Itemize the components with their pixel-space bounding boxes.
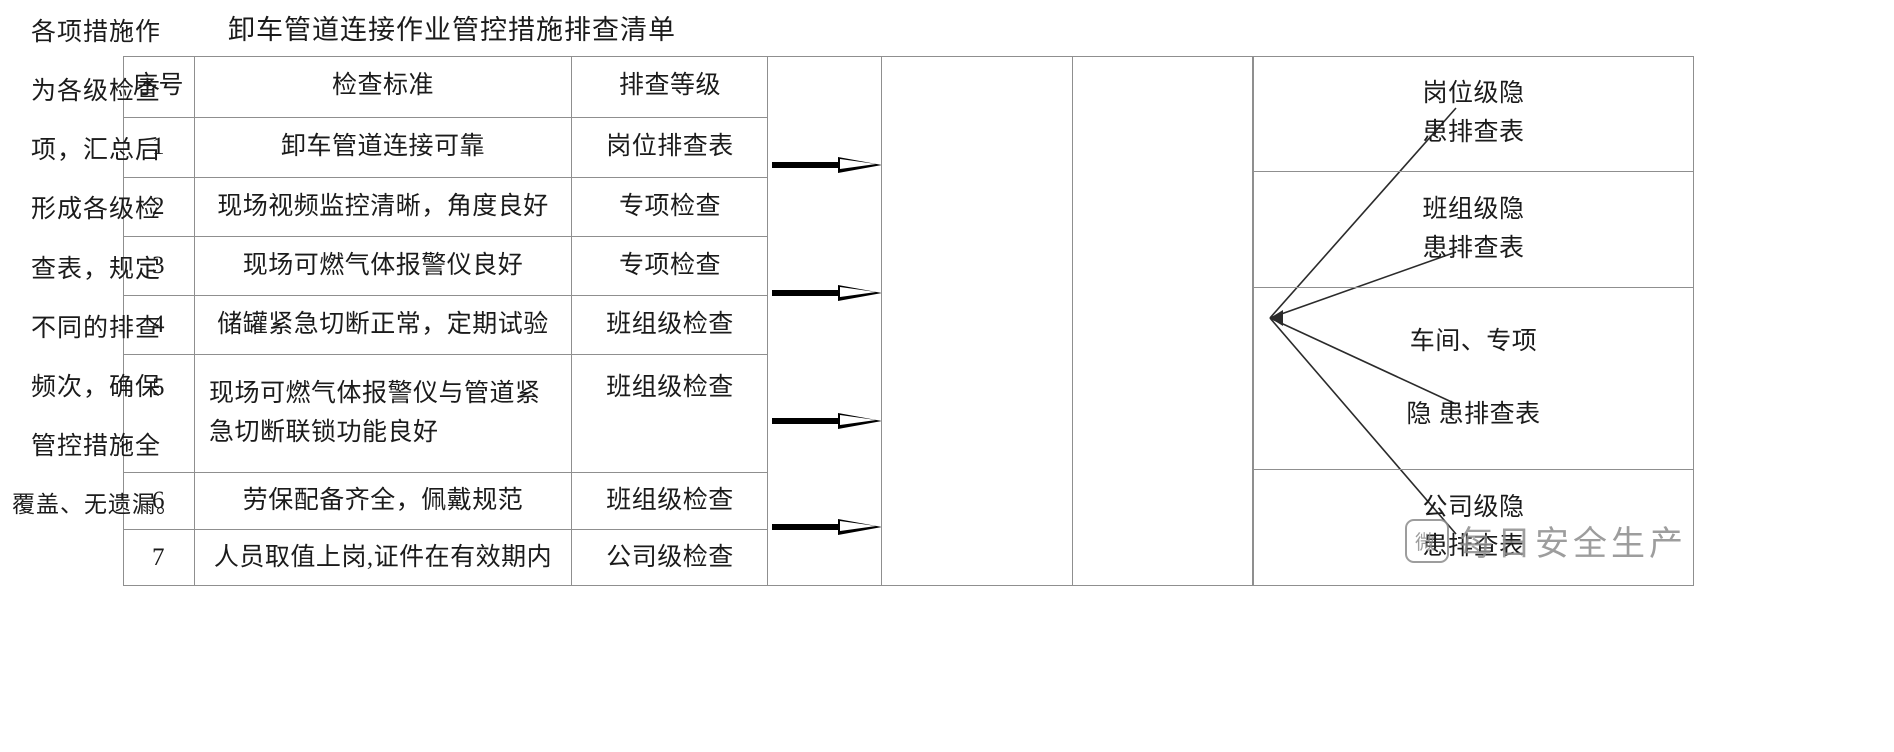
inspection-forms-table (1253, 56, 1694, 586)
summary-note-box (881, 56, 1073, 586)
row-no: 7 (123, 530, 195, 586)
row-standard-line2: 急切断联锁功能良好 (209, 418, 439, 446)
right-arrow-icon (772, 157, 884, 173)
summary-line: 覆盖、无遗漏。 (12, 492, 180, 517)
form-cell-line1: 班组级隐 (1422, 195, 1525, 223)
form-cell-line2: 隐 患排查表 (1406, 400, 1541, 428)
summary-line: 查表，规定 (30, 255, 161, 283)
row-standard-line1: 现场可燃气体报警仪与管道紧 (209, 379, 541, 407)
row-level: 岗位排查表 (572, 118, 768, 178)
fan-connector-lines (1269, 107, 1457, 535)
row-no: 4 (123, 296, 195, 355)
row-no: 1 (123, 118, 195, 178)
summary-line: 各项措施作 (30, 19, 161, 46)
form-cell: 班组级隐 患排查表 (1253, 172, 1694, 288)
summary-line: 管控措施全 (30, 432, 161, 460)
checklist-table (123, 56, 768, 586)
row-level: 专项检查 (572, 237, 768, 296)
right-arrow-icon (772, 413, 884, 429)
form-cell: 车间、专项 隐 患排查表 (1253, 288, 1694, 470)
summary-line: 频次，确保 (30, 373, 161, 401)
row-level: 公司级检查 (606, 543, 734, 571)
right-arrow-icon (772, 519, 884, 535)
form-cell-line1: 车间、专项 (1409, 327, 1538, 355)
row-standard: 卸车管道连接可靠 (195, 118, 572, 178)
form-cell-line2: 患排查表 (1422, 118, 1525, 146)
row-level: 班组级检查 (572, 355, 768, 473)
row-no: 2 (123, 178, 195, 237)
right-arrow-icon (772, 285, 884, 301)
form-cell-line2: 患排查表 (1422, 533, 1525, 560)
row-standard: 储罐紧急切断正常，定期试验 (195, 296, 572, 355)
row-standard: 现场可燃气体报警仪良好 (195, 237, 572, 296)
summary-line: 形成各级检 (30, 196, 161, 224)
page-title: 卸车管道连接作业管控措施排查清单 (228, 15, 676, 45)
row-standard: 劳保配备齐全，佩戴规范 (195, 473, 572, 530)
form-cell-line1: 公司级隐 (1422, 494, 1525, 522)
table-header-standard: 检查标准 (195, 56, 572, 118)
row-no: 6 (123, 473, 195, 530)
form-cell: 岗位级隐 患排查表 (1253, 56, 1694, 172)
row-no: 5 (123, 355, 195, 473)
form-cell-line1: 岗位级隐 (1422, 79, 1525, 107)
form-cell: 公司级隐 患排查表 (1253, 470, 1694, 586)
summary-note-text: 各项措施作 为各级检查 项，汇总后 形成各级检 查表，规定 不同的排查 频次，确… (12, 10, 180, 522)
summary-line: 为各级检查 (30, 78, 161, 106)
row-level: 专项检查 (572, 178, 768, 237)
row-standard: 人员取值上岗,证件在有效期内 (195, 530, 572, 586)
row-level: 班组级检查 (572, 296, 768, 355)
connector-panel (1073, 56, 1253, 586)
table-header-level: 排查等级 (572, 56, 768, 118)
row-level: 班组级检查 (572, 473, 768, 530)
row-no: 3 (123, 237, 195, 296)
arrow-panel (768, 56, 884, 586)
form-cell-line2: 患排查表 (1422, 234, 1525, 262)
summary-line: 不同的排查 (30, 314, 161, 342)
summary-line: 项，汇总后 (30, 137, 161, 165)
row-standard: 现场视频监控清晰，角度良好 (195, 178, 572, 237)
table-header-no: 序号 (123, 56, 195, 118)
row-standard: 现场可燃气体报警仪与管道紧 急切断联锁功能良好 (195, 355, 572, 473)
